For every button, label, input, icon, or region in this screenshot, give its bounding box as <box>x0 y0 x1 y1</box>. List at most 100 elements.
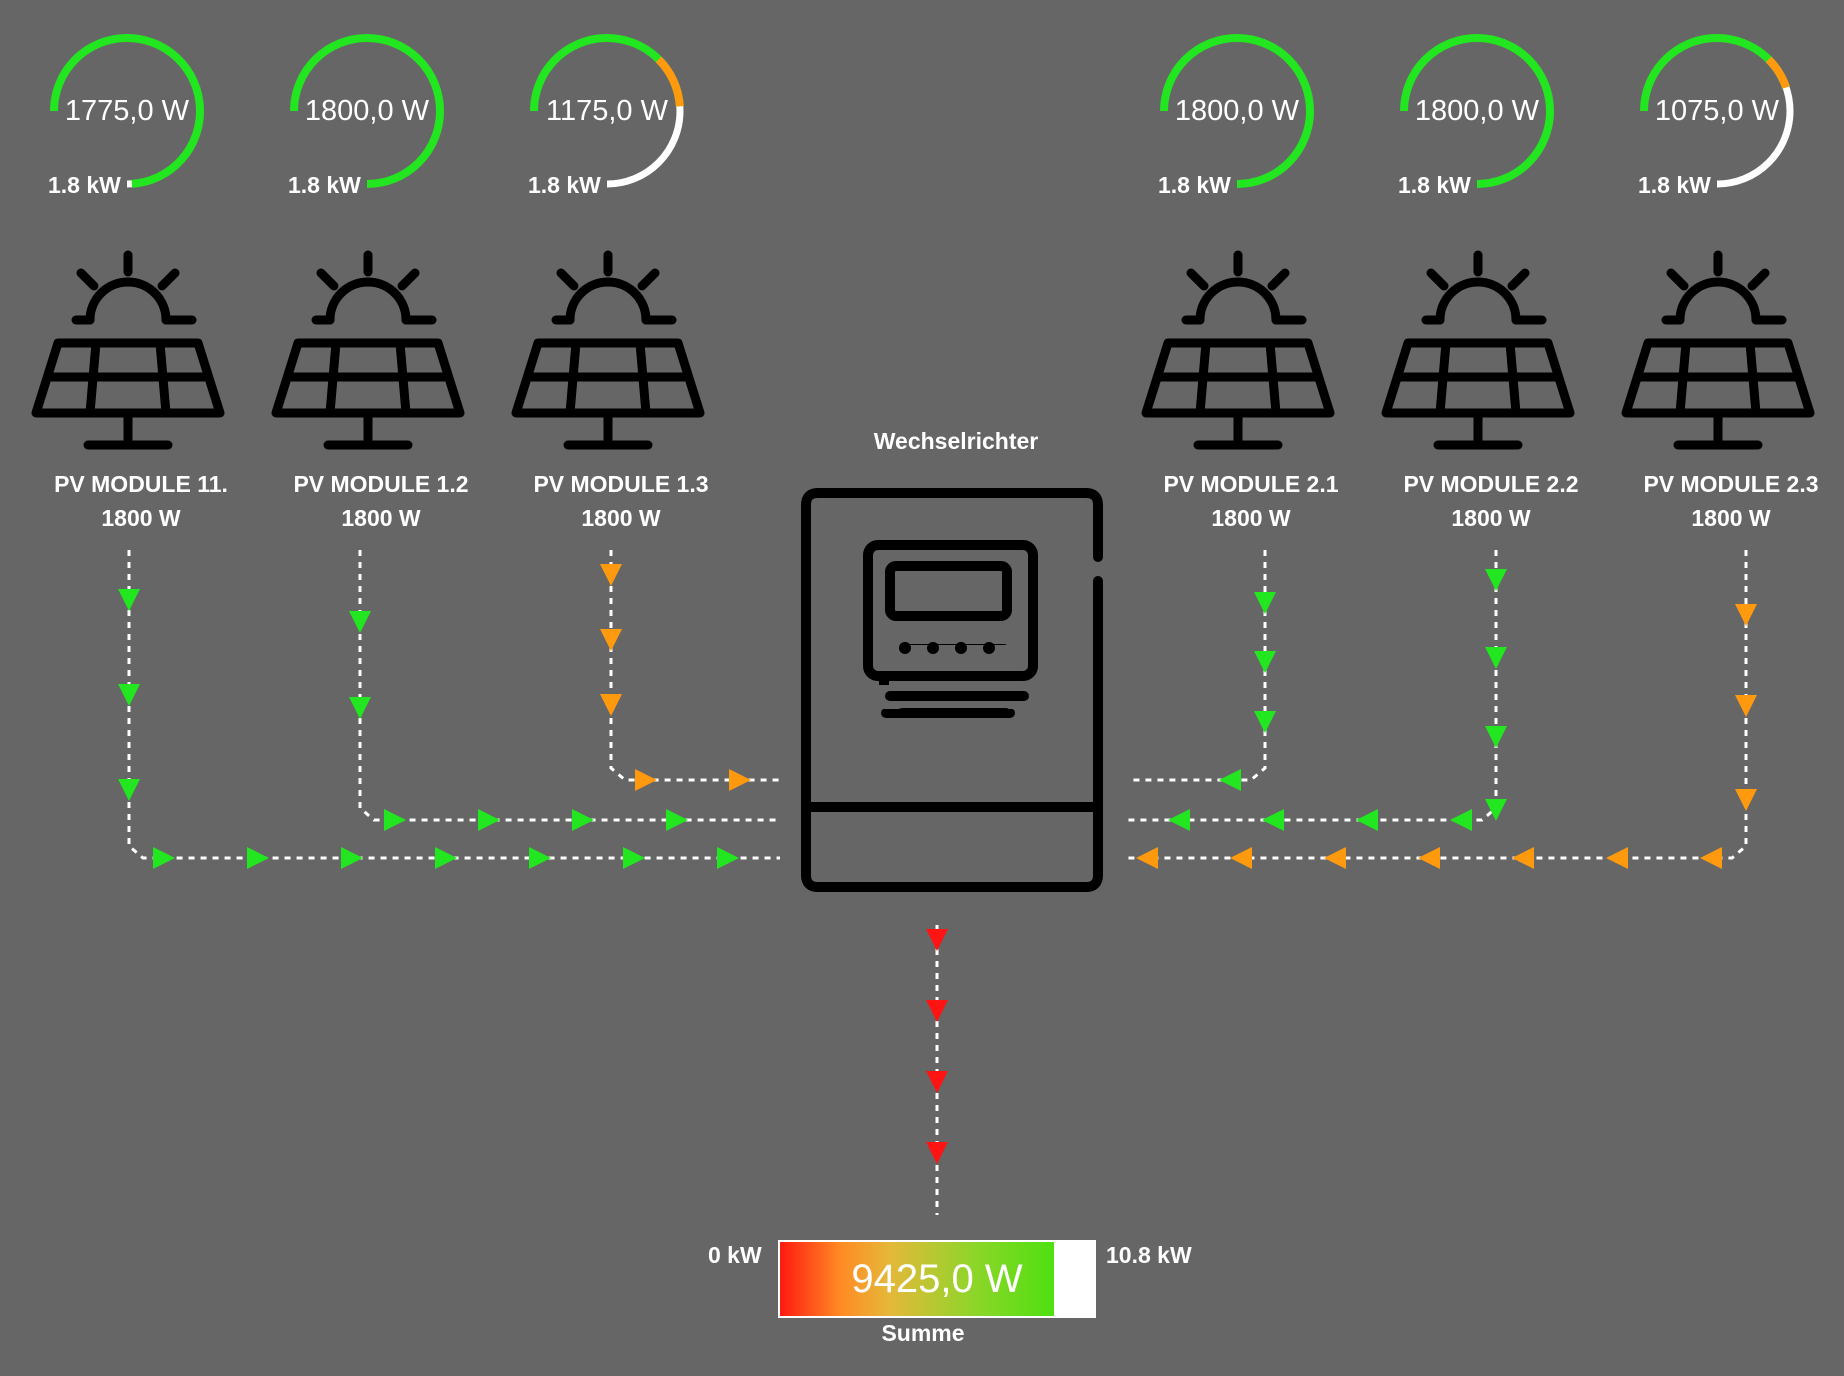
flow-arrow-left <box>1262 809 1284 831</box>
module-label-11: PV MODULE 11. 1800 W <box>21 467 261 535</box>
gauge-fill-warn <box>1765 56 1790 89</box>
flow-arrow-left <box>1700 847 1722 869</box>
flow-arrow-right <box>341 847 363 869</box>
flow-arrow-left <box>1230 847 1252 869</box>
flow-line-right-1 <box>1128 550 1498 822</box>
flow-arrow-left <box>1418 847 1440 869</box>
module-rating: 1800 W <box>581 505 661 531</box>
module-label-21: PV MODULE 2.1 1800 W <box>1131 467 1371 535</box>
flow-arrow-left <box>1512 847 1534 869</box>
module-name: PV MODULE 1.2 <box>293 471 469 497</box>
gauge-module-11: 1775,0 W 1.8 kW <box>32 20 222 210</box>
flow-line-right-0 <box>1128 550 1267 782</box>
flow-arrow-right <box>717 847 739 869</box>
gauge-arc <box>530 34 684 188</box>
solar-panel-icon <box>1138 245 1338 450</box>
total-max-label: 10.8 kW <box>1106 1242 1192 1268</box>
module-label-22: PV MODULE 2.2 1800 W <box>1371 467 1611 535</box>
flow-arrow-down <box>1735 789 1757 811</box>
flow-arrow-down <box>926 1071 948 1093</box>
gauge-arc <box>1640 34 1794 188</box>
flow-arrow-down <box>118 684 140 706</box>
gauge-max-label: 1.8 kW <box>1158 172 1231 198</box>
flow-arrow-down <box>926 929 948 951</box>
total-power-value: 9425,0 W <box>851 1257 1023 1301</box>
gauge-max-label: 1.8 kW <box>1398 172 1471 198</box>
flow-arrow-right <box>478 809 500 831</box>
gauge-value: 1175,0 W <box>546 95 668 127</box>
flow-arrow-down <box>1735 604 1757 626</box>
flow-arrow-right <box>666 809 688 831</box>
flow-arrow-down <box>600 629 622 651</box>
gauge-arc <box>290 34 444 188</box>
gauge-value: 1775,0 W <box>64 95 190 127</box>
flow-arrow-left <box>1219 769 1241 791</box>
flow-arrow-down <box>349 611 371 633</box>
flow-arrow-down <box>1735 695 1757 717</box>
module-rating: 1800 W <box>1211 505 1291 531</box>
flow-arrow-down <box>1254 651 1276 673</box>
gauge-value: 1800,0 W <box>1174 95 1300 127</box>
flow-line-left-2 <box>609 550 780 782</box>
gauge-module-22: 1800,0 W 1.8 kW <box>1382 20 1572 210</box>
gauge-value: 1800,0 W <box>304 95 430 127</box>
gauge-max-label: 1.8 kW <box>48 172 121 198</box>
flow-arrow-right <box>529 847 551 869</box>
module-name: PV MODULE 1.3 <box>533 471 709 497</box>
flow-arrow-left <box>1356 809 1378 831</box>
module-name: PV MODULE 11. <box>54 471 228 497</box>
flow-line-right-2 <box>1128 550 1748 860</box>
total-caption: Summe <box>881 1320 965 1346</box>
gauge-arc <box>50 34 204 188</box>
gauge-value: 1800,0 W <box>1414 95 1540 127</box>
solar-panel-icon <box>268 245 468 450</box>
solar-panel-icon <box>1618 245 1818 450</box>
solar-panel-icon <box>508 245 708 450</box>
gauge-arc <box>1160 34 1314 188</box>
flow-arrow-down <box>1485 569 1507 591</box>
flow-arrow-down <box>600 564 622 586</box>
gauge-module-23: 1075,0 W 1.8 kW <box>1622 20 1812 210</box>
total-min-label: 0 kW <box>708 1242 762 1268</box>
flow-arrow-left <box>1450 809 1472 831</box>
flow-arrow-right <box>247 847 269 869</box>
flow-line-left-0 <box>127 550 780 860</box>
flow-arrow-down <box>1254 711 1276 733</box>
gauge-max-label: 1.8 kW <box>1638 172 1711 198</box>
flow-arrow-right <box>384 809 406 831</box>
module-rating: 1800 W <box>1691 505 1771 531</box>
gauge-fill-warn <box>655 56 684 107</box>
module-rating: 1800 W <box>1451 505 1531 531</box>
gauge-max-label: 1.8 kW <box>288 172 361 198</box>
module-label-12: PV MODULE 1.2 1800 W <box>261 467 501 535</box>
solar-panel-icon <box>1378 245 1578 450</box>
flow-line-left-1 <box>358 550 780 822</box>
module-name: PV MODULE 2.2 <box>1403 471 1579 497</box>
module-rating: 1800 W <box>101 505 181 531</box>
flow-arrow-down <box>118 589 140 611</box>
flow-arrow-down <box>1485 647 1507 669</box>
gauge-arc <box>1400 34 1554 188</box>
flow-arrow-left <box>1324 847 1346 869</box>
total-power-bar: 9425,0 W <box>778 1240 1096 1318</box>
solar-panel-icon <box>28 245 228 450</box>
flow-arrow-right <box>729 769 751 791</box>
module-label-13: PV MODULE 1.3 1800 W <box>501 467 741 535</box>
gauge-module-21: 1800,0 W 1.8 kW <box>1142 20 1332 210</box>
flow-arrow-down <box>1254 592 1276 614</box>
gauge-module-13: 1175,0 W 1.8 kW <box>512 20 702 210</box>
flow-arrow-right <box>153 847 175 869</box>
flow-arrow-down <box>1485 799 1507 821</box>
module-rating: 1800 W <box>341 505 421 531</box>
flow-arrow-down <box>118 779 140 801</box>
module-name: PV MODULE 2.1 <box>1163 471 1339 497</box>
gauge-value: 1075,0 W <box>1654 95 1780 127</box>
module-label-23: PV MODULE 2.3 1800 W <box>1611 467 1844 535</box>
module-name: PV MODULE 2.3 <box>1643 471 1819 497</box>
flow-arrow-right <box>623 847 645 869</box>
gauge-fill <box>1160 34 1314 188</box>
flow-arrow-down <box>1485 726 1507 748</box>
flow-arrow-down <box>926 1000 948 1022</box>
